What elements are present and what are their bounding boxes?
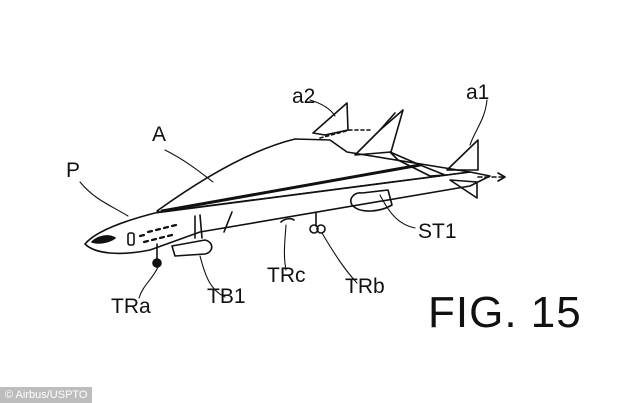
upper-body-a xyxy=(156,138,471,213)
label-trc: TRc xyxy=(267,264,306,287)
label-tra: TRa xyxy=(111,295,151,318)
label-a1: a1 xyxy=(466,81,490,104)
engine-st1 xyxy=(350,189,393,212)
cockpit-window xyxy=(91,235,116,244)
label-st1: ST1 xyxy=(418,220,457,243)
vertical-tail xyxy=(354,109,404,156)
label-a: A xyxy=(152,123,167,146)
stabilizer xyxy=(389,151,446,177)
door xyxy=(127,232,135,246)
figure-title: FIG. 15 xyxy=(428,288,582,337)
gear-trc xyxy=(280,217,295,223)
fin-a1 xyxy=(446,139,479,199)
label-tb1: TB1 xyxy=(207,285,246,308)
label-p: P xyxy=(66,159,81,182)
fuselage-panel xyxy=(194,211,233,239)
windows xyxy=(138,223,178,244)
engine-tb1 xyxy=(171,239,213,257)
fin-a2 xyxy=(312,102,349,136)
leader-lines xyxy=(79,99,488,299)
label-trb: TRb xyxy=(345,275,385,298)
fuselage xyxy=(84,171,491,255)
label-a2: a2 xyxy=(292,85,316,108)
image-credit: © Airbus/USPTO xyxy=(0,387,93,403)
